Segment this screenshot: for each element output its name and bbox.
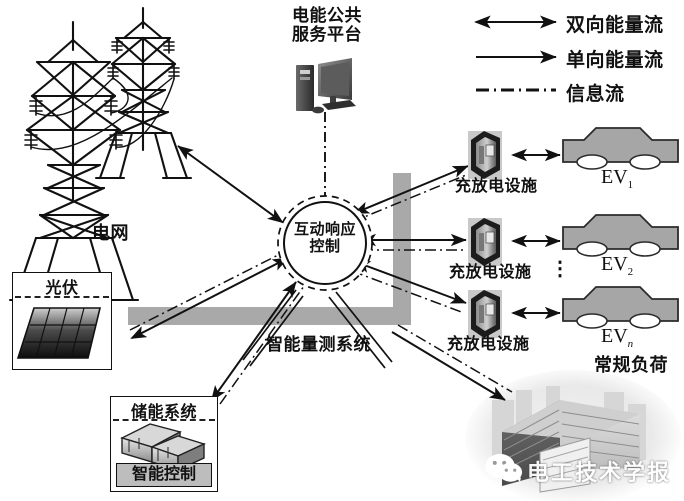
charger-label-2: 充放电设施 [449, 264, 532, 281]
arrow-pv-hub [130, 257, 289, 339]
hub-label-line2: 控制 [309, 238, 341, 255]
platform-label-line1: 电能公共 [292, 6, 362, 25]
watermark-text: 电工技术学报 [527, 460, 672, 485]
hub-label-line1: 互动响应 [293, 222, 356, 238]
ev-label-1-name: EV [601, 166, 628, 188]
charger-label-1: 充放电设施 [455, 178, 538, 195]
storage-divider [113, 419, 215, 421]
ev-label-2: EV2 [601, 253, 633, 278]
ev-label-1-sub: 1 [627, 179, 634, 191]
ev-label-1: EV1 [601, 166, 633, 191]
ev-label-2-name: EV [601, 253, 628, 275]
arrow-hub-charger1 [353, 165, 469, 214]
charger-label-3: 充放电设施 [447, 336, 530, 353]
metering-leg-left-a [242, 289, 297, 361]
ev-label-3-name: EV [601, 325, 628, 347]
arrow-hub-load [391, 331, 506, 401]
hub-label: 互动响应 控制 [283, 222, 367, 256]
platform-label: 电能公共 服务平台 [272, 6, 382, 44]
ev-label-3-sub: n [627, 338, 634, 350]
storage-control-badge: 智能控制 [116, 463, 212, 487]
car-icon-2 [562, 214, 679, 250]
car-icon-3 [562, 286, 679, 322]
pv-label: 光伏 [45, 280, 79, 297]
legend-label-1: 单向能量流 [566, 50, 664, 71]
infoline-hub-charger3 [351, 270, 465, 314]
platform-label-line2: 服务平台 [292, 25, 362, 45]
metering-leg-left-b [249, 295, 304, 367]
ev-label-3: EVn [601, 325, 633, 350]
arrow-storage-hub [210, 281, 297, 402]
grid-label: 电网 [92, 223, 129, 243]
pv-divider [15, 296, 109, 298]
load-label: 常规负荷 [594, 355, 668, 375]
metering-label: 智能量测系统 [266, 335, 371, 354]
legend-label-0: 双向能量流 [566, 15, 664, 36]
ev-label-2-sub: 2 [627, 266, 634, 278]
storage-label: 储能系统 [130, 404, 197, 421]
legend-label-2: 信息流 [566, 84, 625, 105]
metering-leg-right-a [335, 291, 393, 363]
infoline-pv-hub [129, 248, 291, 331]
arrow-hub-charger3 [354, 261, 467, 304]
arrow-grid-hub [177, 145, 284, 224]
car-icon-1 [562, 127, 679, 163]
charger-ellipsis: ⋮ [550, 258, 570, 280]
infoline-hub-load [397, 324, 513, 393]
infoline-storage-hub [219, 285, 305, 405]
metering-leg-right-b [328, 296, 386, 369]
